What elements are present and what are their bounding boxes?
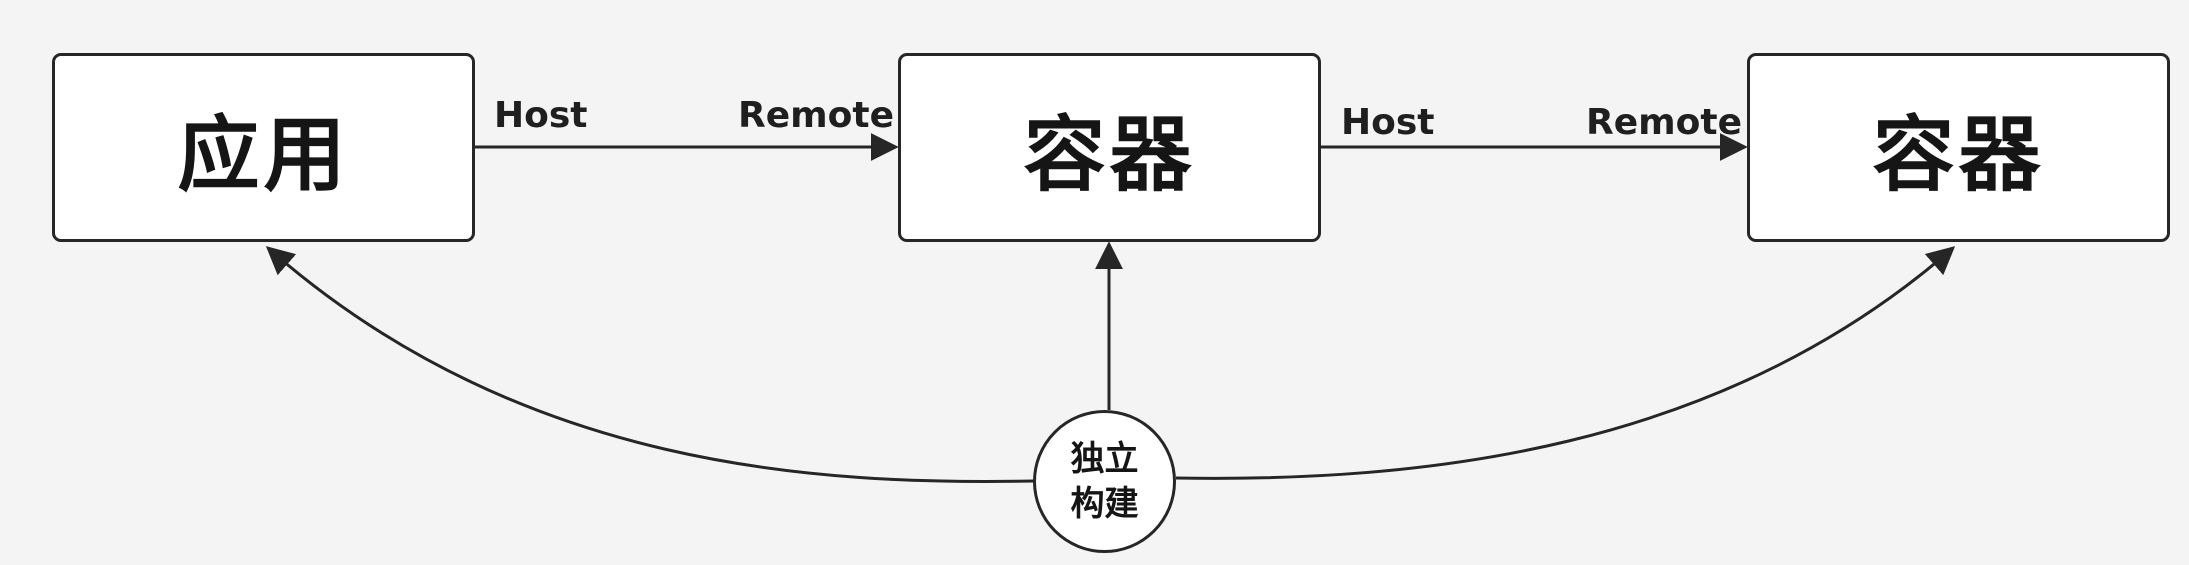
edge-2-host-label: Host	[1341, 102, 1435, 143]
node-app: 应用	[52, 53, 475, 242]
hub-independent-build: 独立 构建	[1033, 410, 1176, 553]
node-container-1: 容器	[898, 53, 1321, 242]
hub-line-2: 构建	[1070, 483, 1139, 524]
arrow-hub-to-app	[265, 246, 1036, 483]
edge-2-remote-label: Remote	[1586, 102, 1743, 143]
node-container-2: 容器	[1747, 53, 2170, 242]
hub-line-1: 独立	[1070, 439, 1139, 480]
arrow-hub-to-container-2	[1175, 246, 1956, 480]
edge-1-host-label: Host	[494, 95, 588, 136]
edge-1-remote-label: Remote	[738, 95, 895, 136]
